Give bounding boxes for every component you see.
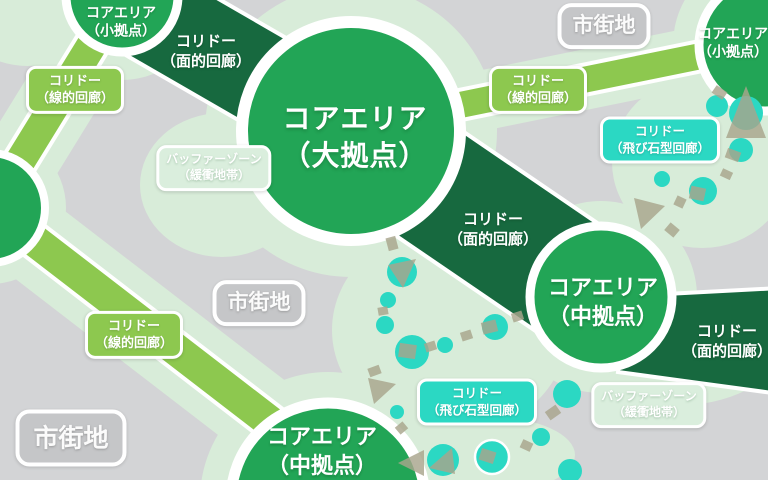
path-dash: [688, 185, 707, 202]
stepping-stone: [654, 171, 670, 187]
path-dash: [724, 147, 742, 163]
path-dash: [478, 447, 497, 465]
buffer-zone-chip-right: バッファーゾーン （緩衝地帯）: [591, 382, 707, 428]
path-dash: [394, 421, 409, 435]
core-area-small-top-right-label: コアエリア （小拠点）: [698, 26, 768, 61]
stepping-stone: [390, 405, 404, 419]
urban-area-label-bottom-left: 市街地: [15, 409, 127, 467]
stepping-corridor-chip-top-right: コリドー （飛び石型回廊）: [599, 116, 721, 164]
path-dash: [711, 85, 728, 100]
core-area-medium-right-label: コアエリア （中拠点）: [547, 275, 659, 330]
path-dash: [429, 448, 455, 474]
path-dash: [377, 306, 389, 316]
path-dash: [719, 168, 734, 181]
stepping-stone: [437, 337, 453, 353]
urban-area-label-top-right: 市街地: [557, 3, 651, 49]
arrow-left-icon: [398, 450, 424, 476]
path-dash: [480, 319, 499, 335]
core-area-large-label-line2: （大拠点）: [282, 139, 428, 172]
buffer-zone-chip-left: バッファーゾーン （緩衝地帯）: [156, 145, 272, 191]
core-area-small-top-left-label: コアエリア （小拠点）: [86, 5, 156, 40]
path-dash: [398, 342, 417, 360]
path-dash: [459, 329, 474, 342]
core-area-node-medium-bottom: [227, 397, 429, 480]
arrow-up-icon: [726, 86, 766, 138]
linear-corridor-chip-top-right: コリドー （線的回廊）: [488, 65, 588, 115]
stepping-stone: [553, 380, 581, 408]
path-dash: [385, 235, 399, 252]
core-area-medium-bottom-label: コアエリア （中拠点）: [266, 424, 378, 479]
stepping-stones: [376, 95, 763, 480]
linear-corridor-chip-top-left: コリドー （線的回廊）: [25, 65, 125, 115]
core-area-node-small-top-left: [61, 0, 183, 57]
path-dash: [423, 340, 438, 353]
urban-area-label-middle: 市街地: [212, 280, 306, 326]
core-area-node-small-top-right: [694, 0, 768, 116]
core-area-node-left-edge: [0, 149, 49, 267]
migration-paths: [367, 85, 766, 476]
arrow-down-left-icon: [634, 198, 665, 229]
areal-corridor-label-right: コリドー （面的回廊）: [681, 322, 768, 360]
stepping-stone: [380, 292, 396, 308]
path-dash: [510, 310, 525, 323]
path-dash: [367, 364, 382, 378]
stepping-stone: [558, 459, 582, 480]
stepping-corridor-chip-bottom: コリドー （飛び石型回廊）: [416, 378, 538, 426]
areal-corridor-label-middle: コリドー （面的回廊）: [447, 210, 539, 248]
path-dash: [544, 404, 562, 421]
arrow-down-left-icon: [368, 378, 396, 404]
stepping-stone: [376, 316, 394, 334]
path-dash: [519, 439, 534, 452]
path-dash: [664, 222, 680, 238]
core-area-large-label: コアエリア （大拠点）: [282, 101, 427, 175]
core-area-node-medium-right: [525, 221, 677, 373]
stepping-stone: [532, 428, 550, 446]
areal-corridor-label-top-left: コリドー （面的回廊）: [160, 32, 252, 70]
core-area-large-label-line1: コアエリア: [282, 102, 428, 136]
arrow-up-right-icon: [388, 259, 416, 288]
core-area-node-large: [236, 16, 466, 246]
stepping-stone: [706, 95, 728, 117]
path-dash: [673, 195, 687, 209]
linear-corridor-chip-bottom-left: コリドー （線的回廊）: [84, 310, 184, 360]
